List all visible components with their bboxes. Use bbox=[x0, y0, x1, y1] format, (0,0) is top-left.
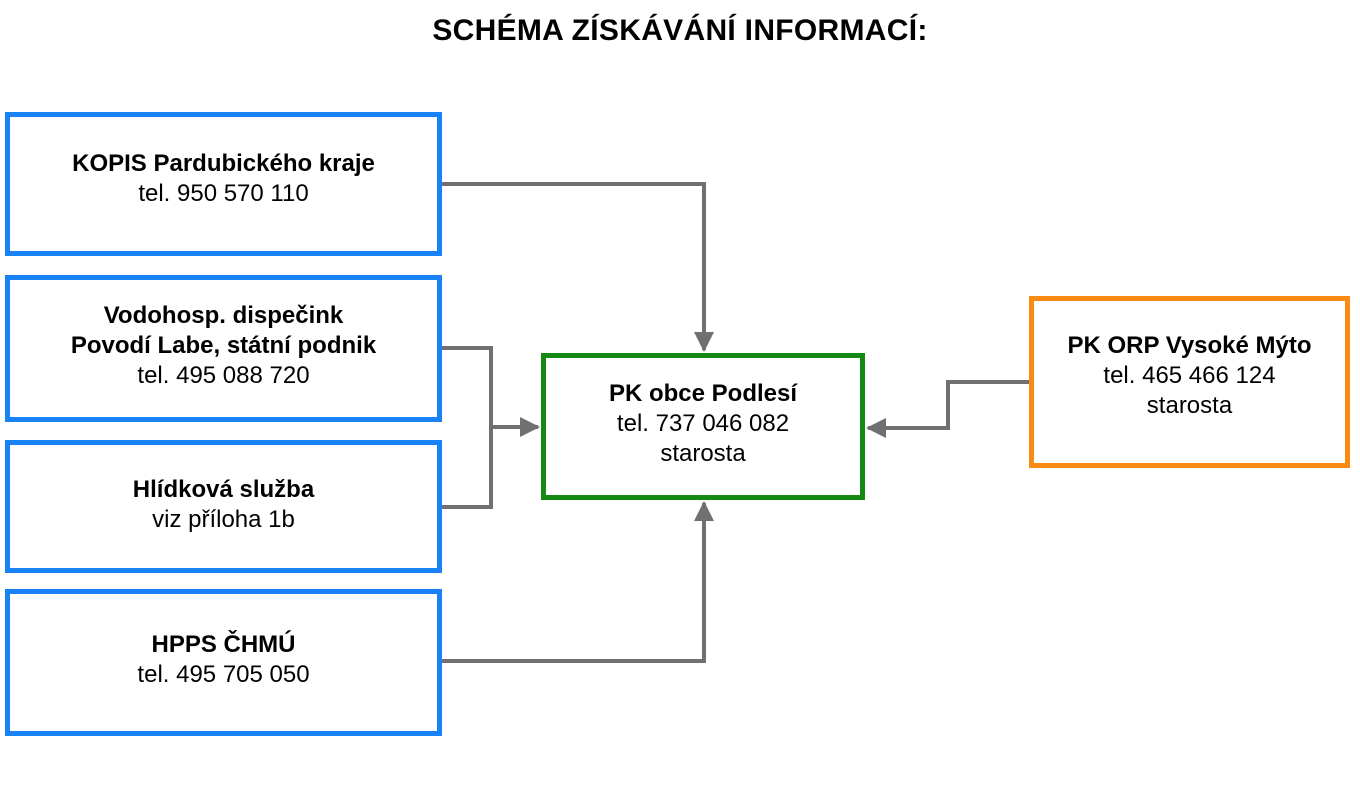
node-orp: PK ORP Vysoké Mýto tel. 465 466 124 star… bbox=[1029, 296, 1350, 468]
node-hpps-name: HPPS ČHMÚ bbox=[151, 630, 296, 658]
edge-hlidka-to-center bbox=[442, 427, 493, 509]
node-kopis: KOPIS Pardubického kraje tel. 950 570 11… bbox=[5, 112, 442, 256]
node-hlidka-note: viz příloha 1b bbox=[152, 505, 295, 533]
node-hpps-phone: tel. 495 705 050 bbox=[137, 660, 310, 688]
node-kopis-name: KOPIS Pardubického kraje bbox=[72, 150, 375, 177]
node-center-name: PK obce Podlesí bbox=[608, 379, 798, 407]
node-povodi-name-line2: Povodí Labe, státní podnik bbox=[70, 331, 377, 359]
node-orp-role: starosta bbox=[1146, 392, 1233, 419]
edge-hpps-to-center bbox=[442, 501, 714, 663]
node-povodi-name-line1: Vodohosp. dispečink bbox=[103, 301, 344, 329]
node-kopis-phone: tel. 950 570 110 bbox=[138, 180, 309, 207]
edge-kopis-to-center bbox=[442, 182, 714, 352]
node-povodi: Vodohosp. dispečink Povodí Labe, státní … bbox=[5, 275, 442, 422]
node-orp-phone: tel. 465 466 124 bbox=[1103, 362, 1276, 389]
node-hlidka: Hlídková služba viz příloha 1b bbox=[5, 440, 442, 573]
node-hlidka-name: Hlídková služba bbox=[132, 475, 315, 503]
node-orp-name: PK ORP Vysoké Mýto bbox=[1067, 332, 1312, 359]
node-center-role: starosta bbox=[660, 439, 746, 467]
node-center-phone: tel. 737 046 082 bbox=[616, 409, 790, 437]
diagram-title: SCHÉMA ZÍSKÁVÁNÍ INFORMACÍ: bbox=[432, 14, 928, 47]
edge-orp-to-center bbox=[866, 380, 1029, 438]
node-povodi-phone: tel. 495 088 720 bbox=[137, 361, 310, 389]
node-hpps: HPPS ČHMÚ tel. 495 705 050 bbox=[5, 589, 442, 736]
node-center: PK obce Podlesí tel. 737 046 082 starost… bbox=[541, 353, 865, 500]
edge-povodi-to-center bbox=[442, 346, 493, 427]
